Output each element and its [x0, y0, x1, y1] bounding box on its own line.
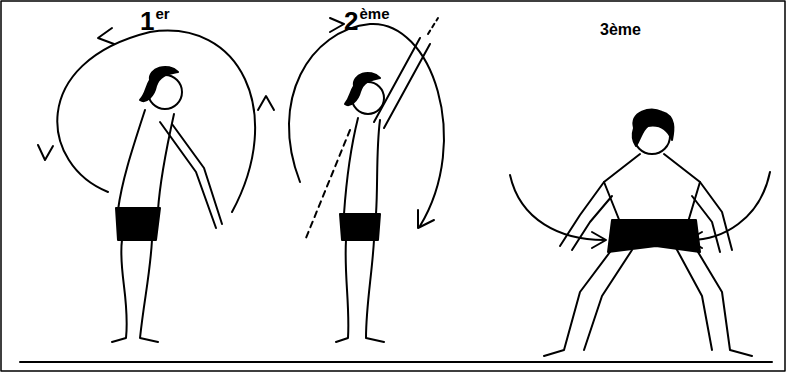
figure-arms-inward: [510, 110, 770, 356]
ordinal-number: 2: [344, 8, 358, 34]
figure-arm-circles: [38, 28, 274, 342]
ordinal-label: 3ème: [600, 22, 641, 38]
ordinal-suffix: ème: [359, 6, 389, 21]
figure-arm-swing: [289, 18, 444, 342]
ground-line: [20, 361, 772, 363]
ordinal-number: 1: [140, 8, 154, 34]
ordinal-suffix: er: [155, 6, 169, 21]
